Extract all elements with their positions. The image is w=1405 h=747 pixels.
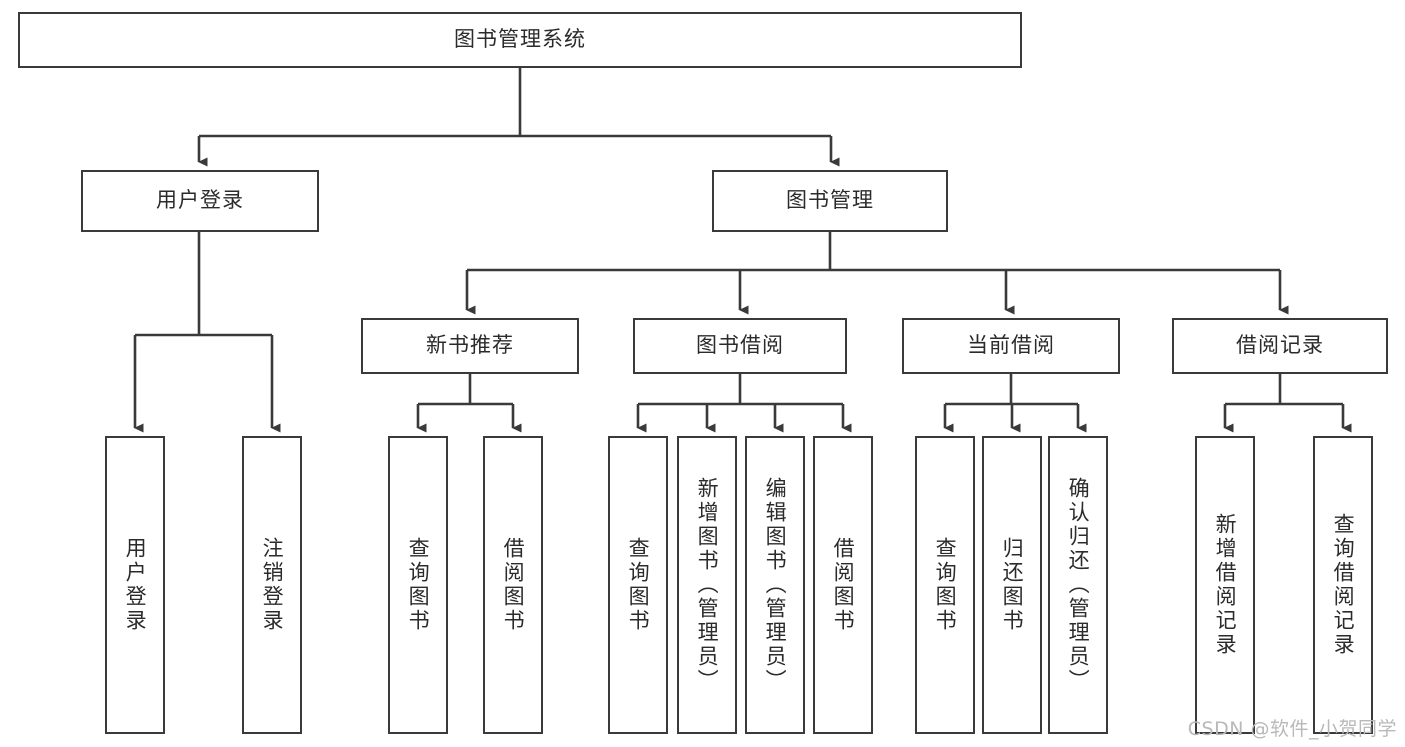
node-new-book-recommend-label: 新书推荐 bbox=[426, 333, 514, 358]
node-new-book-recommend[interactable]: 新书推荐 bbox=[361, 318, 579, 374]
watermark-text: CSDN @软件_小贺同学 bbox=[1187, 718, 1397, 740]
node-leaf-edit-book[interactable]: 编辑图书（管理员） bbox=[745, 436, 805, 734]
node-leaf-query-book-2-label: 查询图书 bbox=[626, 537, 651, 633]
node-leaf-logout[interactable]: 注销登录 bbox=[242, 436, 302, 734]
node-book-manage-label: 图书管理 bbox=[786, 188, 874, 213]
node-leaf-borrow-book-1[interactable]: 借阅图书 bbox=[483, 436, 543, 734]
edge-user-login-to-leaves bbox=[133, 232, 281, 433]
node-leaf-add-record-label: 新增借阅记录 bbox=[1213, 513, 1238, 657]
node-leaf-confirm-return[interactable]: 确认归还（管理员） bbox=[1048, 436, 1108, 734]
node-leaf-query-record-label: 查询借阅记录 bbox=[1331, 513, 1356, 657]
edge-new-book-recommend-to-leaves bbox=[416, 374, 522, 433]
node-user-login[interactable]: 用户登录 bbox=[81, 170, 319, 232]
edge-book-borrow-to-leaves bbox=[636, 374, 852, 433]
node-leaf-borrow-book-2-label: 借阅图书 bbox=[831, 537, 856, 633]
node-leaf-user-login-label: 用户登录 bbox=[123, 537, 148, 633]
edge-borrow-record-to-leaves bbox=[1223, 374, 1352, 433]
node-root[interactable]: 图书管理系统 bbox=[18, 12, 1022, 68]
node-leaf-logout-label: 注销登录 bbox=[260, 537, 285, 633]
node-book-borrow-label: 图书借阅 bbox=[696, 333, 784, 358]
node-book-borrow[interactable]: 图书借阅 bbox=[633, 318, 847, 374]
node-leaf-add-record[interactable]: 新增借阅记录 bbox=[1195, 436, 1255, 734]
node-leaf-query-record[interactable]: 查询借阅记录 bbox=[1313, 436, 1373, 734]
node-borrow-record-label: 借阅记录 bbox=[1236, 333, 1324, 358]
node-book-manage[interactable]: 图书管理 bbox=[712, 170, 948, 232]
node-current-borrow-label: 当前借阅 bbox=[967, 333, 1055, 358]
node-user-login-label: 用户登录 bbox=[156, 188, 244, 213]
node-root-label: 图书管理系统 bbox=[454, 27, 586, 52]
node-leaf-query-book-1[interactable]: 查询图书 bbox=[388, 436, 448, 734]
node-leaf-borrow-book-1-label: 借阅图书 bbox=[501, 537, 526, 633]
edge-root-to-children bbox=[197, 68, 840, 167]
edge-current-borrow-to-leaves bbox=[943, 374, 1087, 433]
node-leaf-user-login[interactable]: 用户登录 bbox=[105, 436, 165, 734]
node-leaf-return-book[interactable]: 归还图书 bbox=[982, 436, 1042, 734]
edge-book-manage-to-children bbox=[465, 232, 1289, 315]
node-leaf-borrow-book-2[interactable]: 借阅图书 bbox=[813, 436, 873, 734]
node-leaf-add-book[interactable]: 新增图书（管理员） bbox=[677, 436, 737, 734]
node-leaf-query-book-3-label: 查询图书 bbox=[933, 537, 958, 633]
node-leaf-confirm-return-label: 确认归还（管理员） bbox=[1066, 477, 1091, 693]
node-borrow-record[interactable]: 借阅记录 bbox=[1172, 318, 1388, 374]
node-leaf-query-book-2[interactable]: 查询图书 bbox=[608, 436, 668, 734]
node-leaf-return-book-label: 归还图书 bbox=[1000, 537, 1025, 633]
node-leaf-query-book-1-label: 查询图书 bbox=[406, 537, 431, 633]
node-leaf-edit-book-label: 编辑图书（管理员） bbox=[763, 477, 788, 693]
node-leaf-query-book-3[interactable]: 查询图书 bbox=[915, 436, 975, 734]
node-current-borrow[interactable]: 当前借阅 bbox=[902, 318, 1120, 374]
node-leaf-add-book-label: 新增图书（管理员） bbox=[695, 477, 720, 693]
